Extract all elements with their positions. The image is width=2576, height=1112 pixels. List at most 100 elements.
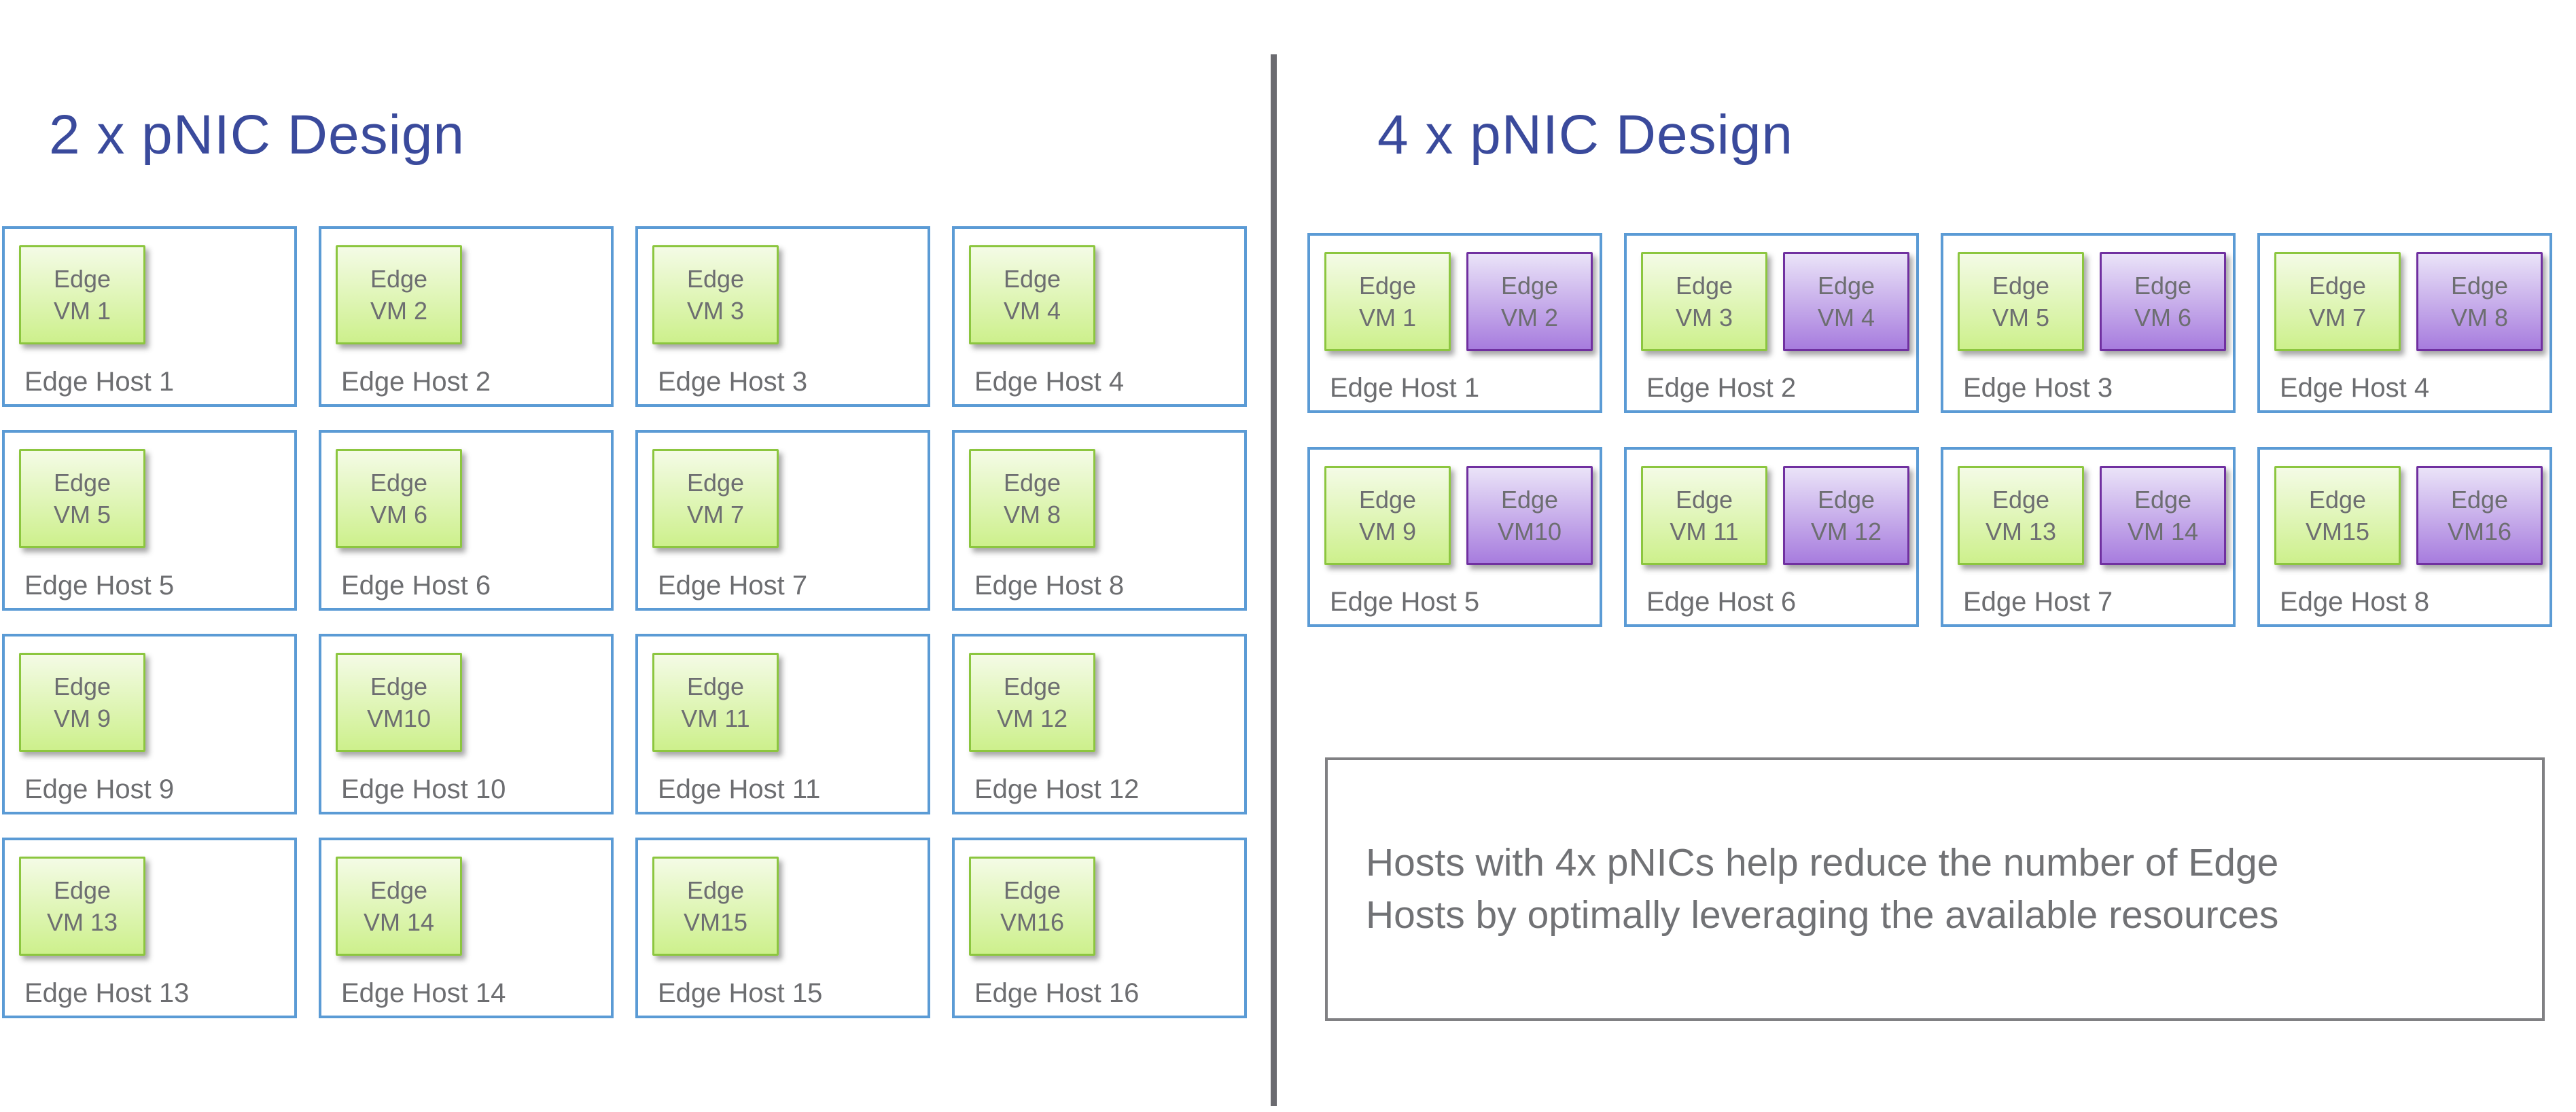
note-box: Hosts with 4x pNICs help reduce the numb…	[1325, 757, 2545, 1021]
vm-label-line: Edge	[1003, 876, 1061, 904]
vm-label-line: VM 2	[1500, 304, 1559, 331]
vm-tile: Edge VM 1	[1324, 252, 1451, 351]
vm-label-line: VM10	[1497, 518, 1562, 545]
vm-label-line: Edge	[370, 672, 428, 700]
vm-label-line: Edge	[1992, 272, 2050, 300]
vm-label-line: VM 5	[1992, 304, 2050, 331]
vm-label-line: VM 11	[1670, 518, 1739, 545]
vm-label-line: Edge	[686, 265, 745, 293]
vm-tile: Edge VM 2	[1466, 252, 1593, 351]
vm-label-line: Edge	[2450, 486, 2509, 514]
note-text-line: Hosts with 4x pNICs help reduce the numb…	[1366, 841, 2279, 884]
host-label: Edge Host 4	[974, 367, 1125, 397]
vm-label-line: Edge	[53, 876, 111, 904]
vm-label-line: Edge	[1003, 265, 1061, 293]
host-card: Edge VM 3 Edge Host 3	[635, 226, 930, 407]
host-label: Edge Host 3	[658, 367, 808, 397]
vm-label-line: VM 9	[53, 704, 111, 732]
vm-tile: Edge VM 5	[1958, 252, 2084, 351]
host-label: Edge Host 12	[974, 774, 1140, 804]
vm-label-line: VM 1	[1358, 304, 1417, 331]
vm-label-line: VM 3	[686, 297, 745, 325]
vm-label-line: Edge	[370, 265, 428, 293]
vm-label-line: Edge	[1817, 272, 1875, 300]
host-label: Edge Host 5	[1330, 587, 1480, 617]
vm-label-line: VM 5	[53, 501, 111, 528]
vm-label-line: Edge	[370, 469, 428, 497]
vm-label-line: Edge	[1500, 272, 1559, 300]
vm-tile: Edge VM 9	[19, 653, 145, 752]
host-label: Edge Host 14	[341, 978, 506, 1008]
vm-label-line: Edge	[1003, 672, 1061, 700]
host-label: Edge Host 10	[341, 774, 506, 804]
vm-label-line: VM15	[683, 908, 748, 936]
vm-label-line: VM 12	[996, 704, 1068, 732]
host-label: Edge Host 9	[24, 774, 175, 804]
vm-label-line: Edge	[1992, 486, 2050, 514]
host-label: Edge Host 8	[974, 571, 1125, 600]
vm-label-line: Edge	[1358, 272, 1417, 300]
vm-label-line: VM16	[1000, 908, 1065, 936]
host-label: Edge Host 6	[1646, 587, 1797, 617]
host-label: Edge Host 7	[658, 571, 808, 600]
host-label: Edge Host 2	[1646, 373, 1797, 403]
host-label: Edge Host 13	[24, 978, 190, 1008]
host-label: Edge Host 15	[658, 978, 823, 1008]
vm-label-line: Edge	[2450, 272, 2509, 300]
vm-label-line: VM 8	[1003, 501, 1061, 528]
host-label: Edge Host 16	[974, 978, 1140, 1008]
vm-label-line: Edge	[370, 876, 428, 904]
right-panel-title: 4 x pNIC Design	[1377, 104, 1794, 166]
vm-label-line: VM 6	[370, 501, 428, 528]
vm-label-line: Edge	[1817, 486, 1875, 514]
vm-label-line: Edge	[53, 265, 111, 293]
vm-tile: Edge VM 7	[652, 449, 779, 548]
vm-label-line: VM 8	[2450, 304, 2509, 331]
note-text-line: Hosts by optimally leveraging the availa…	[1366, 893, 2279, 937]
left-panel-title: 2 x pNIC Design	[49, 104, 465, 166]
vm-label-line: VM 13	[46, 908, 118, 936]
host-label: Edge Host 6	[341, 571, 491, 600]
vm-label-line: Edge	[686, 469, 745, 497]
vm-label-line: VM 11	[681, 704, 750, 732]
host-label: Edge Host 1	[1330, 373, 1480, 403]
vm-label-line: VM 7	[2308, 304, 2367, 331]
vm-label-line: Edge	[53, 672, 111, 700]
vm-tile: Edge VM 12	[969, 653, 1095, 752]
host-card: Edge VM 12 Edge Host 12	[952, 634, 1247, 814]
vm-label-line: VM 7	[686, 501, 745, 528]
host-label: Edge Host 1	[24, 367, 175, 397]
vm-tile: Edge VM 3	[652, 245, 779, 344]
host-card: Edge VM 9 Edge Host 9	[2, 634, 297, 814]
vm-tile: Edge VM 6	[336, 449, 462, 548]
vm-label-line: Edge	[1500, 486, 1559, 514]
